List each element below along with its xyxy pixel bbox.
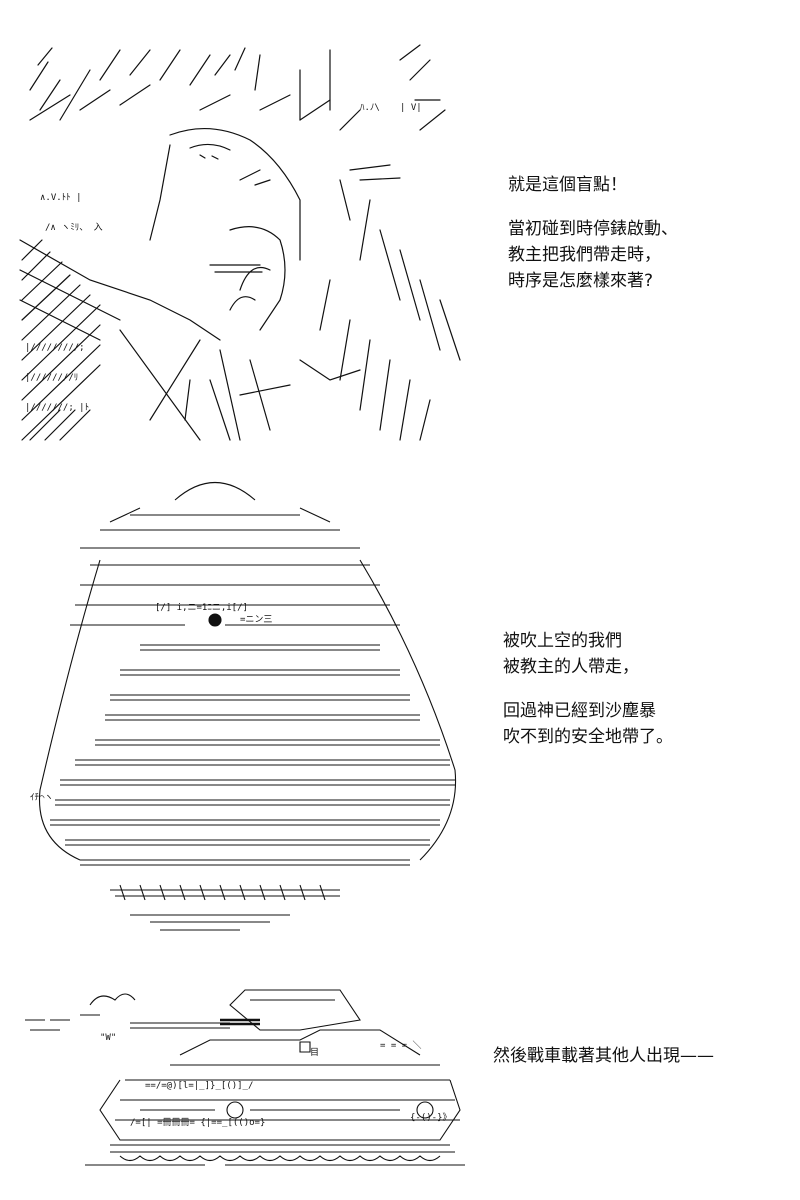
caption-panel-1: 就是這個盲點！ 當初碰到時停錶啟動、 教主把我們帶走時， 時序是怎麼樣來著? xyxy=(508,172,678,294)
caption-line: 當初碰到時停錶啟動、 xyxy=(508,219,678,239)
svg-text:ｲﾁ⌒ヽ: ｲﾁ⌒ヽ xyxy=(30,792,53,803)
svg-text:[/] i,ニ=1ﾆニ,i[/]: [/] i,ニ=1ﾆニ,i[/] xyxy=(155,603,248,613)
svg-text:==/=@)[l=|_]}_[()]_/: ==/=@)[l=|_]}_[()]_/ xyxy=(145,1081,253,1091)
caption-line: 被吹上空的我們 xyxy=(503,631,622,651)
svg-text:/=[| =冊冊冊= {|==_[(()o=}: /=[| =冊冊冊= {|==_[(()o=} xyxy=(130,1117,265,1128)
panel-flying-saucer: [/] i,ニ=1ﾆニ,i[/] =ニン三 ｲﾁ⌒ヽ 被吹上空的我們 被教主的人… xyxy=(0,460,800,960)
caption-line: 時序是怎麼樣來著? xyxy=(508,271,654,291)
caption-panel-3: 然後戰車載著其他人出現—— xyxy=(493,1043,714,1069)
caption-line: 就是這個盲點！ xyxy=(508,175,627,195)
svg-text:"W": "W" xyxy=(100,1033,116,1043)
caption-line: 吹不到的安全地帶了。 xyxy=(503,727,673,747)
svg-text:=ニン三: =ニン三 xyxy=(240,615,272,625)
svg-text:ﾊ.ﾉ\: ﾊ.ﾉ\ xyxy=(360,103,380,113)
svg-text:|/////////;: |/////////; xyxy=(25,343,85,353)
caption-line: 教主把我們帶走時， xyxy=(508,245,661,265)
ascii-art-crying-character: ∧.V.ﾄﾄ | /∧ ヽﾐﾘ、 入 |/////////; |////////… xyxy=(19,44,461,441)
caption-line: 被教主的人帶走， xyxy=(503,657,639,677)
caption-line: 然後戰車載著其他人出現—— xyxy=(493,1046,714,1066)
svg-text:目: 目 xyxy=(310,1047,319,1058)
svg-text:|///////; |ﾄ: |///////; |ﾄ xyxy=(25,403,89,413)
panel-crying-character: ∧.V.ﾄﾄ | /∧ ヽﾐﾘ、 入 |/////////; |////////… xyxy=(0,0,800,460)
svg-text:| V|: | V| xyxy=(400,103,422,113)
svg-text:|////////ﾘ: |////////ﾘ xyxy=(25,373,78,383)
svg-text:= = = ＼: = = = ＼ xyxy=(380,1040,422,1051)
svg-text:{-()-}》: {-()-}》 xyxy=(410,1112,452,1123)
caption-line: 回過神已經到沙塵暴 xyxy=(503,701,656,721)
svg-text:∧.V.ﾄﾄ |: ∧.V.ﾄﾄ | xyxy=(40,193,82,203)
panel-tank: ==/=@)[l=|_]}_[()]_/ /=[| =冊冊冊= {|==_[((… xyxy=(0,960,800,1200)
ascii-art-tank: ==/=@)[l=|_]}_[()]_/ /=[| =冊冊冊= {|==_[((… xyxy=(25,989,465,1166)
caption-panel-2: 被吹上空的我們 被教主的人帶走， 回過神已經到沙塵暴 吹不到的安全地帶了。 xyxy=(503,628,673,750)
svg-text:/∧ ヽﾐﾘ、 入: /∧ ヽﾐﾘ、 入 xyxy=(45,222,103,233)
ascii-art-flying-saucer: [/] i,ニ=1ﾆニ,i[/] =ニン三 ｲﾁ⌒ヽ xyxy=(30,481,457,931)
